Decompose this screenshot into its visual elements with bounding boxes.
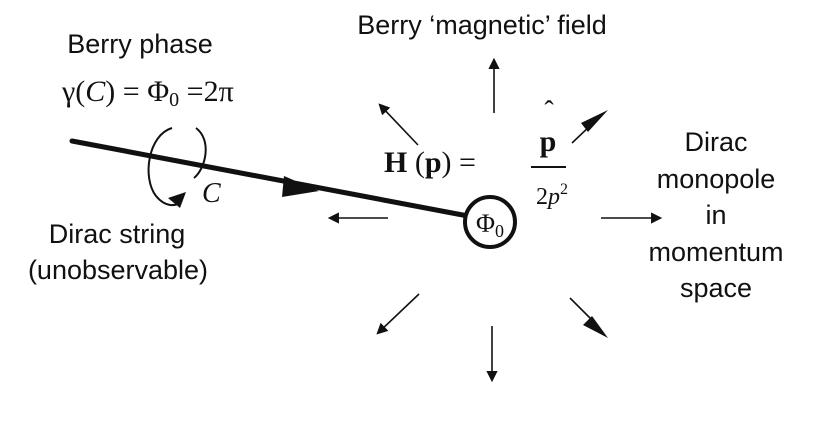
field-arrow-up-right-head	[581, 110, 608, 132]
field-arrow-down-right-head	[583, 316, 608, 338]
phi-symbol: Φ	[147, 75, 169, 108]
p-hat-numerator: p	[540, 125, 557, 158]
loop-c-label: C	[202, 178, 221, 209]
berry-phase-equation: γ(C) = Φ0 =2π	[61, 75, 234, 111]
loop-c-back	[193, 127, 207, 179]
monopole-circle	[463, 195, 517, 249]
hat-accent: ˆ	[544, 96, 554, 127]
dirac-string-label-line1: Dirac string	[49, 219, 186, 249]
field-arrow-down-left	[376, 293, 420, 335]
dirac-string-arrowhead	[282, 176, 319, 197]
field-equation-lhs: H (p) =	[384, 146, 476, 179]
dirac-string-line	[69, 138, 471, 219]
dirac-string-label-line2: (unobservable)	[28, 255, 208, 285]
monopole-label-line2: monopole	[657, 164, 776, 194]
berry-phase-label: Berry phase	[67, 29, 213, 59]
monopole-label-line4: momentum	[648, 237, 783, 267]
monopole-symbol: Φ0	[476, 209, 504, 241]
monopole-label-line3: in	[705, 200, 726, 230]
loop-c-arrowhead	[168, 192, 186, 208]
field-arrow-down-right	[569, 297, 593, 321]
monopole-label-line1: Dirac	[684, 127, 747, 157]
loop-c-curve	[147, 127, 181, 207]
gamma-arg: C	[85, 75, 106, 108]
two-pi: 2π	[204, 75, 234, 108]
gamma-symbol: γ	[61, 75, 75, 108]
berry-field-label: Berry ‘magnetic’ field	[357, 10, 607, 40]
field-arrow-up-left	[378, 103, 419, 146]
field-arrow-up-right	[571, 123, 593, 144]
fraction-denominator: 2p2	[536, 181, 568, 210]
monopole-label-line5: space	[680, 273, 752, 303]
